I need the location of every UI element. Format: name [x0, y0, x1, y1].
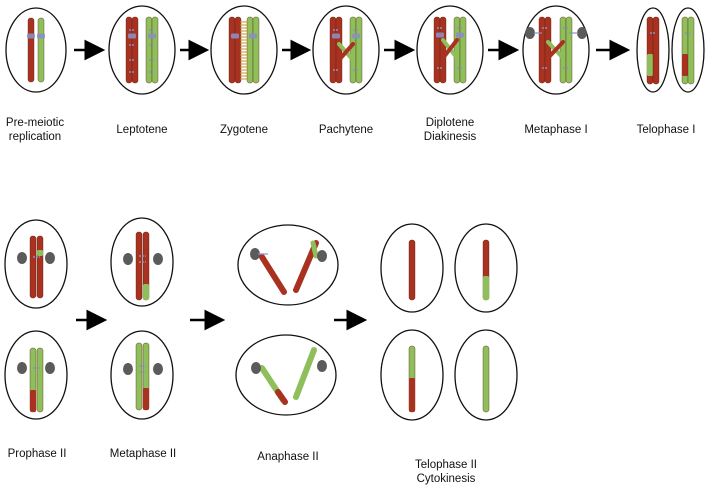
- spindle-pole: [45, 362, 55, 374]
- chromatid: [459, 16, 467, 84]
- chromatid: [252, 16, 260, 84]
- spindle-pole: [251, 362, 261, 374]
- spindle-pole: [123, 363, 133, 375]
- cell-metaphase-2a: [110, 217, 174, 307]
- chiasma: [441, 38, 459, 60]
- spindle-pole: [153, 253, 163, 265]
- crossover-segment: [409, 378, 415, 412]
- chromatid: [433, 16, 441, 84]
- chromatid: [349, 16, 357, 84]
- cell-leptotene: [108, 5, 176, 95]
- spindle-pole: [17, 362, 27, 374]
- cell-anaphase-2b: [235, 334, 337, 416]
- chromatid: [145, 16, 153, 84]
- label-zygotene: Zygotene: [220, 124, 268, 136]
- chromatid: [329, 16, 337, 84]
- chromatid: [544, 16, 552, 84]
- cell-zygotene: [210, 5, 278, 95]
- chromatid: [135, 231, 143, 301]
- centromere: [456, 32, 464, 38]
- centromere: [27, 33, 35, 39]
- chromatid: [131, 16, 139, 84]
- centromere: [249, 33, 257, 39]
- cell-prophase-2a: [4, 219, 68, 309]
- chromatid: [453, 16, 461, 84]
- chromatid: [151, 16, 159, 84]
- crossover-segment: [483, 276, 489, 300]
- chromatid: [538, 16, 546, 84]
- centromere: [436, 32, 444, 38]
- crossover-segment: [647, 54, 653, 76]
- spindle-pole: [525, 27, 535, 39]
- spindle-pole: [317, 250, 327, 262]
- cell-telophase-1b: [671, 7, 705, 93]
- chromatid: [27, 17, 35, 83]
- cell-metaphase-2b: [110, 330, 174, 420]
- centromere: [352, 33, 360, 39]
- crossover-segment: [37, 250, 43, 256]
- label-metaphase-1: Metaphase I: [524, 124, 588, 136]
- cell-telophase-2b: [454, 223, 518, 313]
- chromatid: [259, 254, 287, 295]
- crossover-segment: [143, 388, 149, 410]
- label-metaphase-2: Metaphase II: [109, 448, 177, 460]
- cell-pachytene: [312, 5, 380, 95]
- spindle-pole: [250, 248, 260, 260]
- cell-anaphase-2a: [237, 224, 339, 306]
- cell-telophase-2a: [380, 223, 444, 313]
- crossover-segment: [682, 54, 688, 76]
- chromatid: [29, 235, 37, 299]
- spindle-pole: [153, 363, 163, 375]
- chromatid: [559, 16, 567, 84]
- cell-telophase-1a: [636, 7, 670, 93]
- chromatid: [652, 16, 660, 85]
- centromere: [37, 33, 45, 39]
- label-leptotene: Leptotene: [116, 124, 168, 136]
- spindle-pole: [577, 27, 587, 39]
- chromatid: [408, 239, 416, 301]
- chromatid: [565, 16, 573, 84]
- label-pachytene: Pachytene: [318, 124, 374, 136]
- label-anaphase-2: Anaphase II: [257, 451, 319, 463]
- centromere: [148, 33, 156, 39]
- chiasma: [546, 40, 565, 60]
- chromatid: [335, 16, 343, 84]
- cell-metaphase-1: [522, 5, 590, 95]
- crossover-segment: [143, 284, 149, 300]
- label-telophase-1: Telophase I: [636, 124, 696, 136]
- centromere: [332, 33, 340, 39]
- label-prophase-2: Prophase II: [7, 448, 67, 460]
- chromatid: [482, 345, 490, 413]
- centromere: [128, 33, 136, 39]
- cell-diplotene: [416, 5, 484, 95]
- chromatid: [37, 17, 45, 83]
- chromatid: [36, 347, 44, 413]
- crossover-segment: [310, 240, 319, 259]
- crossover: [337, 42, 355, 62]
- chromatid: [687, 16, 695, 85]
- spindle-pole: [123, 253, 133, 265]
- spindle-pole: [45, 252, 55, 264]
- chromatid: [125, 16, 133, 84]
- cell-telophase-2c: [380, 329, 444, 421]
- cell-premeiotic: [5, 7, 67, 93]
- cell-prophase-2b: [4, 330, 68, 420]
- centromere: [231, 33, 239, 39]
- cell-telophase-2d: [454, 329, 518, 421]
- chromatid: [135, 342, 143, 411]
- spindle-pole: [317, 360, 327, 372]
- chromatid: [228, 16, 236, 84]
- chromatid: [293, 347, 317, 400]
- crossover-segment: [275, 389, 288, 405]
- chromatid: [355, 16, 363, 84]
- chromatid: [439, 16, 447, 84]
- chromatid: [36, 235, 44, 299]
- crossover-segment: [30, 390, 36, 412]
- spindle-pole: [17, 252, 27, 264]
